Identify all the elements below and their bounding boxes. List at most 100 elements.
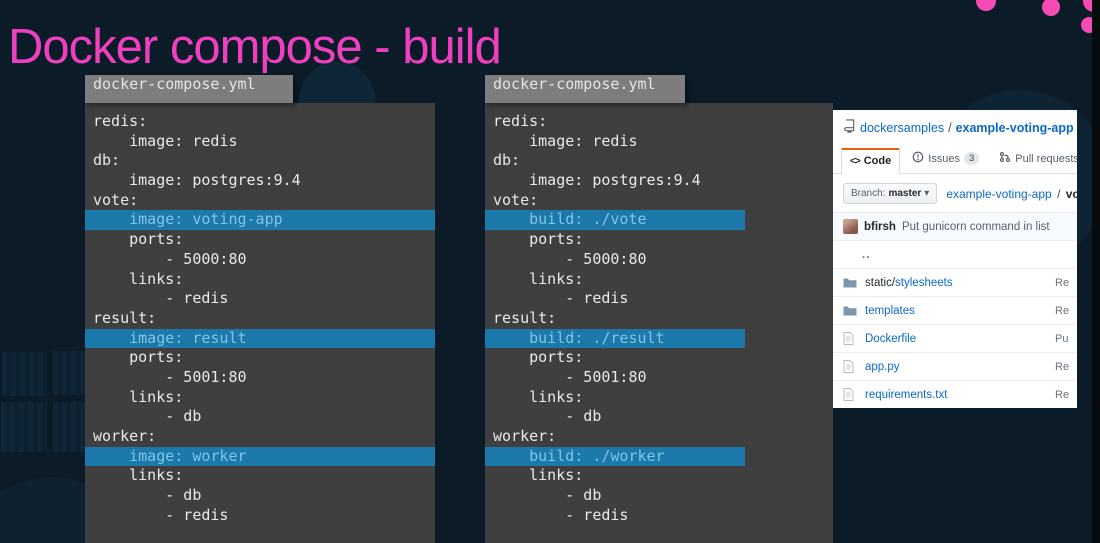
code-line-highlighted: image: voting-app [85,210,435,231]
file-icon [843,388,858,401]
code-line: - db [93,407,202,426]
code-line: - db [493,486,602,505]
code-line: image: postgres:9.4 [93,171,301,190]
commit-author[interactable]: bfirsh [864,220,896,233]
file-row: static/ stylesheets Re [833,269,1077,297]
file-link[interactable]: requirements.txt [865,388,948,401]
code-line-highlighted: build: ./worker [485,446,833,467]
tab-code[interactable]: <> Code [841,148,901,174]
file-link[interactable]: app.py [865,360,900,373]
github-toolbar: Branch: master ▾ example-voting-app / vo… [833,174,1077,212]
commit-message-link[interactable]: Put gunicorn command in list [901,220,1050,233]
latest-commit-bar: bfirsh Put gunicorn command in list [833,212,1077,241]
chevron-down-icon: ▾ [924,188,930,199]
branch-label: Branch: [851,188,886,199]
code-line: - redis [493,505,629,524]
code-line: vote: [493,190,539,209]
repo-owner-link[interactable]: dockersamples [860,120,945,135]
editor-file-tab-label: docker-compose.yml [493,75,656,93]
code-line: links: [93,269,184,288]
code-line: image: redis [93,131,238,150]
code-line: - 5001:80 [93,367,247,386]
code-icon: <> [850,155,861,167]
issue-icon [912,151,924,166]
code-line: links: [93,387,184,406]
code-line: - redis [493,289,629,308]
github-panel: dockersamples / example-voting-app <> Co… [833,110,1077,408]
code-line: links: [493,269,584,288]
file-row: templates Re [833,297,1077,325]
code-line: - redis [93,505,229,524]
editor-file-tab-label: docker-compose.yml [93,75,256,93]
code-line: - db [493,407,602,426]
file-row: Dockerfile Pu [833,325,1077,353]
code-line-highlighted: image: worker [85,446,435,467]
code-line: redis: [493,112,548,130]
code-line-highlighted: build: ./result [485,328,833,349]
decor-dot [976,0,996,11]
tab-pull-requests-label: Pull requests [1015,152,1077,165]
code-line: image: postgres:9.4 [493,171,701,190]
repo-icon [843,119,856,136]
code-line: links: [493,466,584,485]
repo-name-link[interactable]: example-voting-app [955,120,1074,135]
commit-note-truncated: Re [1055,276,1070,289]
breadcrumb: example-voting-app / vote / [946,187,1077,201]
code-line: ports: [493,230,584,249]
file-row: requirements.txt Re [833,381,1077,408]
file-link[interactable]: templates [865,304,915,317]
code-line: db: [493,151,521,170]
file-icon [843,332,858,345]
code-line: - 5001:80 [493,367,647,386]
github-repo-header: dockersamples / example-voting-app [833,110,1077,142]
code-line: - 5000:80 [493,249,647,268]
code-line: links: [493,387,584,406]
commit-note-truncated: Re [1055,388,1070,401]
code-line: links: [93,466,184,485]
pull-request-icon [999,151,1011,166]
commit-note-truncated: Re [1055,360,1070,373]
tab-issues-label: Issues [928,152,960,165]
branch-name: master [888,188,922,199]
file-link[interactable]: .. [862,248,871,261]
editor-file-tab[interactable]: docker-compose.yml [485,75,685,103]
file-path-prefix: static/ [865,276,896,289]
decor-container-box [53,351,91,395]
code-line: - redis [93,289,229,308]
folder-icon [843,305,858,317]
decor-container-box [1,402,47,452]
code-line: ports: [493,348,584,367]
code-line: result: [493,308,557,327]
breadcrumb-separator: / [1057,186,1061,201]
code-line: result: [93,308,157,327]
code-line: worker: [93,427,157,445]
commit-note-truncated: Re [1055,304,1070,317]
code-line: image: redis [493,131,638,150]
tab-code-label: Code [863,155,892,167]
code-line: db: [93,151,121,170]
code-line: redis: [93,112,148,130]
tab-issues[interactable]: Issues 3 [904,146,987,173]
folder-icon [843,277,858,289]
code-line: worker: [493,427,557,445]
breadcrumb-repo-link[interactable]: example-voting-app [946,186,1052,201]
file-list: .. static/ stylesheets Re templates Re D… [833,241,1077,408]
repo-separator: / [948,120,952,135]
code-line: - db [93,486,202,505]
code-line: ports: [93,348,184,367]
screen-edge-strip [1092,0,1100,543]
file-link[interactable]: Dockerfile [865,332,917,345]
page-title: Docker compose - build [8,20,502,74]
editor-file-tab[interactable]: docker-compose.yml [85,75,293,103]
file-link[interactable]: stylesheets [895,276,953,289]
branch-selector[interactable]: Branch: master ▾ [843,183,938,204]
code-line-highlighted: image: result [85,328,435,349]
parent-directory-row: .. [833,241,1077,269]
file-icon [843,360,858,373]
tab-pull-requests[interactable]: Pull requests 4 [991,146,1077,173]
